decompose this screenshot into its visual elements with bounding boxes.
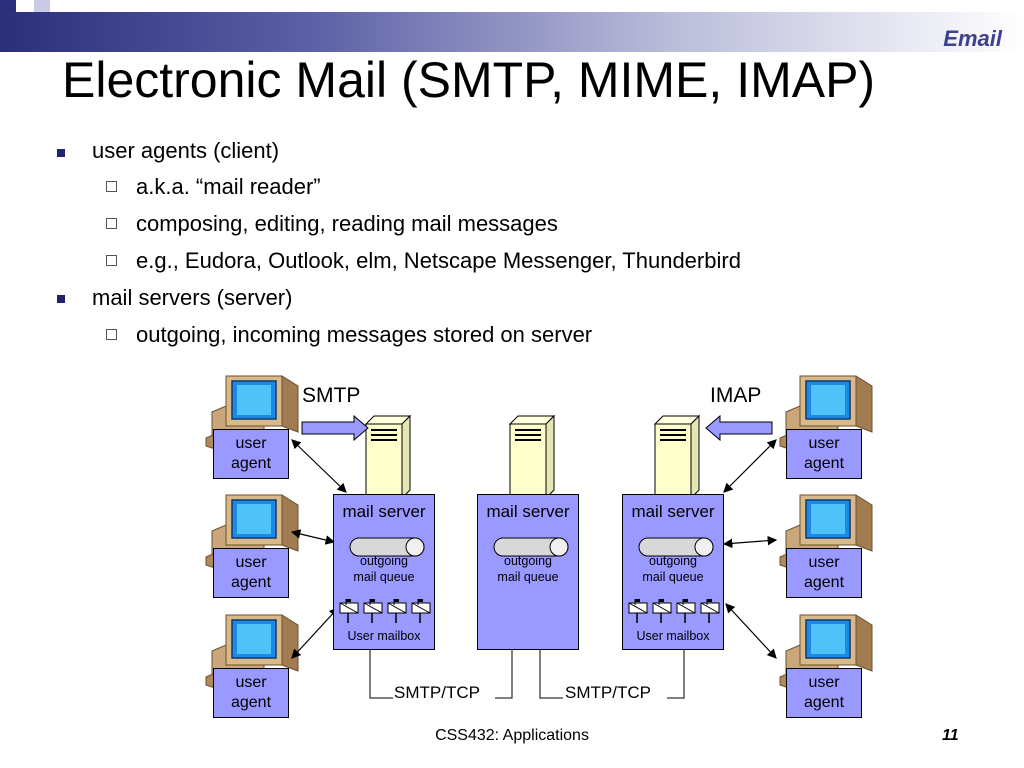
imap-label: IMAP bbox=[710, 384, 762, 407]
mailbox-icons bbox=[339, 598, 431, 624]
mail-server-label: mail server bbox=[631, 502, 715, 521]
bullet-hollow-square-icon bbox=[106, 181, 117, 192]
mail-server-label: mail server bbox=[342, 502, 426, 521]
bullet-square-icon bbox=[57, 295, 65, 303]
section-label: Email bbox=[943, 26, 1002, 51]
title-gradient-bar bbox=[0, 12, 1024, 52]
sub-bullet-item: e.g., Eudora, Outlook, elm, Netscape Mes… bbox=[136, 248, 741, 273]
bullet-hollow-square-icon bbox=[106, 255, 117, 266]
sub-bullet-item: outgoing, incoming messages stored on se… bbox=[136, 322, 593, 347]
smtp-tcp-label: SMTP/TCP bbox=[394, 683, 480, 702]
smtp-label: SMTP bbox=[302, 384, 361, 407]
mailbox-icons bbox=[628, 598, 720, 624]
bullet-hollow-square-icon bbox=[106, 329, 117, 340]
smtp-arrow bbox=[301, 414, 369, 442]
smtp-tcp-label: SMTP/TCP bbox=[565, 683, 651, 702]
bullet-square-icon bbox=[57, 149, 65, 157]
slide-number: 11 bbox=[942, 727, 959, 744]
slide-title: Electronic Mail (SMTP, MIME, IMAP) bbox=[62, 52, 876, 108]
imap-arrow bbox=[705, 414, 773, 442]
bullet-hollow-square-icon bbox=[106, 218, 117, 229]
server-icon bbox=[509, 415, 555, 499]
bullet-item: user agents (client) bbox=[92, 138, 280, 163]
mail-server-label: mail server bbox=[486, 502, 570, 521]
footer-course: CSS432: Applications bbox=[435, 727, 589, 744]
server-icon bbox=[654, 415, 700, 499]
server-icon bbox=[365, 415, 411, 499]
sub-bullet-item: composing, editing, reading mail message… bbox=[136, 211, 558, 236]
bullet-item: mail servers (server) bbox=[92, 285, 293, 310]
mailbox-label: User mailbox bbox=[636, 629, 710, 643]
mailbox-label: User mailbox bbox=[347, 629, 421, 643]
sub-bullet-item: a.k.a. “mail reader” bbox=[136, 174, 321, 199]
